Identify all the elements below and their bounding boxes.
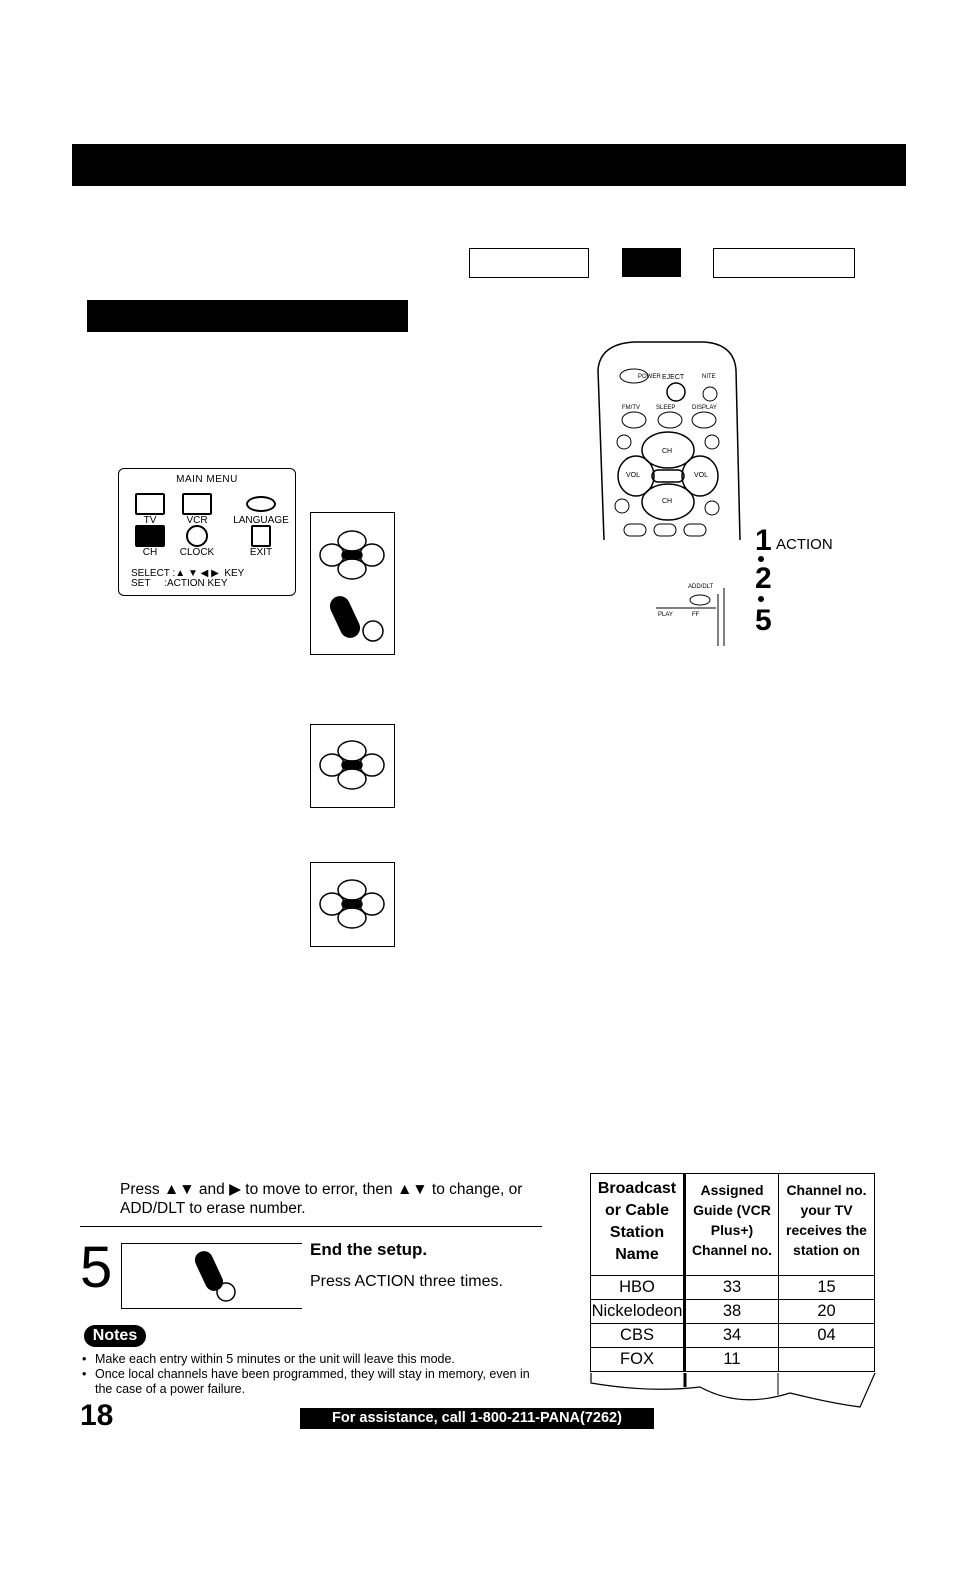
add-dlt-detail: ADD/DLT PLAY FF: [656, 584, 746, 646]
menu-select-hint: SELECT :▲ ▼ ◀ ▶ KEY: [131, 568, 245, 579]
menu-item-tv: TV: [133, 493, 167, 526]
menu-item-clock: CLOCK: [177, 525, 217, 558]
menu-item-vcr: VCR: [177, 493, 217, 526]
page-number: 18: [80, 1399, 114, 1432]
ch-down-label: CH: [662, 498, 673, 505]
eject-button-label: EJECT: [662, 374, 685, 381]
table-header: Assigned Guide (VCR Plus+) Channel no.: [684, 1173, 779, 1276]
callout-action-label: ACTION: [776, 536, 833, 553]
step-5-title: End the setup.: [310, 1240, 428, 1259]
table-header: Channel no. your TV receives the station…: [778, 1173, 875, 1276]
pad-illustration-2: [310, 724, 395, 808]
vol-down-label: VOL: [626, 472, 641, 479]
antenna-icon: [135, 525, 165, 547]
remote-control-illustration: POWER EJECT NITE FM/TV SLEEP DISPLAY CH …: [594, 340, 754, 550]
fmtv-button-label: FM/TV: [622, 405, 640, 411]
legend-box-left: [469, 248, 589, 278]
main-menu-screen: MAIN MENU TV VCR LANGUAGE CH CLOCK EXIT …: [118, 468, 296, 596]
callout-step-1: 1: [755, 524, 772, 557]
table-row: Nickelodeon 38 20: [590, 1299, 875, 1324]
divider: [80, 1226, 542, 1227]
ff-label: FF: [692, 612, 700, 618]
add-dlt-button-icon: [656, 588, 725, 646]
lips-icon: [246, 496, 276, 512]
table-row: FOX 11: [590, 1347, 875, 1372]
vcr-icon: [182, 493, 212, 515]
clock-icon: [186, 525, 208, 547]
callout-dot: [758, 556, 764, 562]
nite-button-label: NITE: [702, 374, 716, 380]
header-bar: [72, 144, 906, 186]
sleep-button-label: SLEEP: [656, 405, 676, 411]
table-row: CBS 34 04: [590, 1323, 875, 1348]
direction-pad-icon: [319, 879, 385, 929]
note-item: Make each entry within 5 minutes or the …: [80, 1352, 550, 1367]
channel-table: Broadcast or Cable Station Name Assigned…: [590, 1173, 875, 1372]
menu-item-language: LANGUAGE: [229, 493, 293, 526]
remote-control-icon: [597, 341, 741, 541]
power-button: POWER: [638, 374, 661, 380]
callout-dot: [758, 596, 764, 602]
pad-action-illustration: [310, 512, 395, 655]
tv-icon: [135, 493, 165, 515]
legend-box-right: [713, 248, 855, 278]
legend-box-middle: [622, 248, 681, 277]
notes-list: Make each entry within 5 minutes or the …: [80, 1352, 550, 1397]
notes-badge: Notes: [84, 1325, 146, 1347]
table-row: HBO 33 15: [590, 1275, 875, 1300]
vol-up-label: VOL: [694, 472, 709, 479]
table-header: Broadcast or Cable Station Name: [590, 1173, 686, 1276]
add-dlt-label: ADD/DLT: [688, 584, 714, 590]
menu-item-exit: EXIT: [241, 525, 281, 558]
action-button-icon: [194, 1251, 236, 1302]
error-instruction: Press ▲▼ and ▶ to move to error, then ▲▼…: [120, 1181, 523, 1217]
step-5-number: 5: [80, 1235, 113, 1300]
menu-item-ch: CH: [133, 525, 167, 558]
action-button-icon: [329, 596, 384, 642]
play-label: PLAY: [658, 612, 673, 618]
callout-step-2: 2: [755, 562, 772, 595]
menu-set-hint: SET :ACTION KEY: [131, 578, 228, 589]
direction-pad-icon: [319, 740, 385, 790]
main-menu-title: MAIN MENU: [176, 474, 238, 485]
assistance-banner: For assistance, call 1-800-211-PANA(7262…: [300, 1408, 654, 1429]
section-heading-bar: [87, 300, 408, 332]
step-5-body: Press ACTION three times.: [310, 1273, 503, 1290]
door-icon: [251, 525, 271, 547]
step-5-illustration: [121, 1243, 302, 1309]
note-item: Once local channels have been programmed…: [80, 1367, 550, 1397]
display-button-label: DISPLAY: [692, 405, 717, 411]
torn-edge-icon: [590, 1373, 876, 1408]
direction-pad-icon: [319, 530, 385, 642]
ch-up-label: CH: [662, 448, 673, 455]
callout-step-5: 5: [755, 604, 772, 637]
pad-illustration-3: [310, 862, 395, 947]
